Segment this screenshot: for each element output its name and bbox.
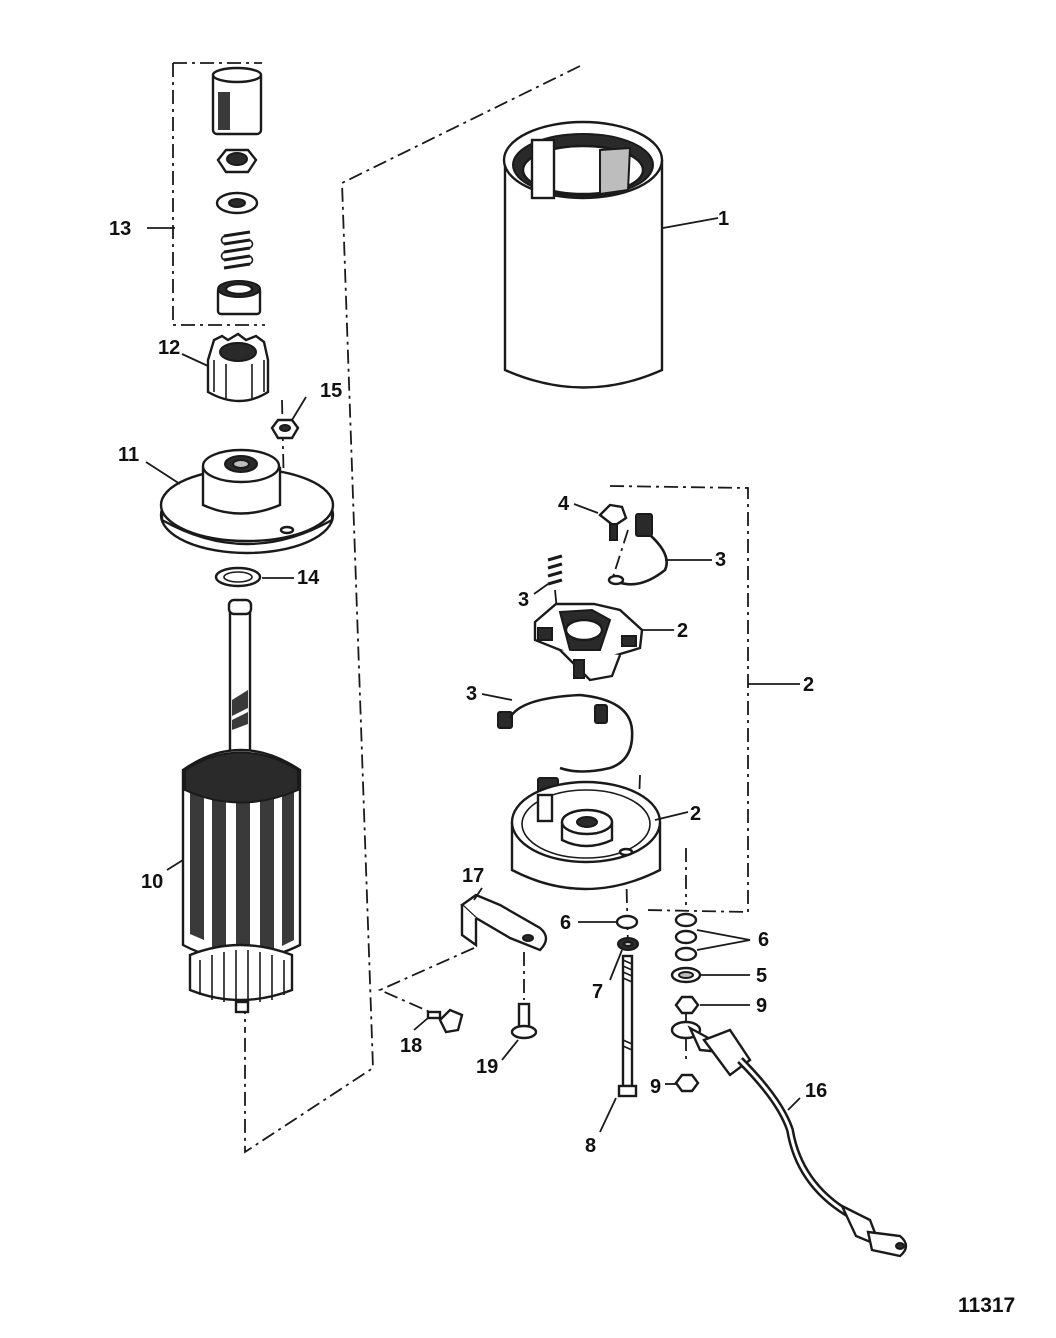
callout-7: 7 <box>592 981 603 1003</box>
through-bolt-nut <box>270 418 300 440</box>
callout-4: 4 <box>558 493 570 515</box>
callout-9-upper: 9 <box>756 995 767 1017</box>
callout-14: 14 <box>297 567 320 589</box>
bracket-screw <box>426 1008 464 1034</box>
through-bolt <box>617 954 638 1098</box>
callout-labels: 13 12 15 11 14 10 1 4 3 3 2 2 3 2 17 6 6… <box>109 208 827 1157</box>
callout-17: 17 <box>462 865 484 887</box>
lock-nut <box>216 148 258 174</box>
callout-19: 19 <box>476 1056 498 1078</box>
brush-holder <box>533 602 644 682</box>
callout-2-group: 2 <box>803 674 814 696</box>
callout-1: 1 <box>718 208 729 230</box>
callout-15: 15 <box>320 380 342 402</box>
thrust-washer-small <box>214 566 262 588</box>
drive-pinion-gear <box>206 332 270 403</box>
pinion-stop-assembly <box>211 66 263 316</box>
stop-cap <box>211 66 263 136</box>
pinion-spring <box>220 230 254 270</box>
battery-cable <box>670 1020 908 1258</box>
callout-5: 5 <box>756 965 767 987</box>
field-frame-housing <box>502 120 664 389</box>
commutator-end-cap <box>510 780 662 891</box>
callout-2-end-cap: 2 <box>690 803 701 825</box>
callout-12: 12 <box>158 337 180 359</box>
terminal-nut-upper <box>674 995 700 1015</box>
thrust-washer <box>215 191 259 215</box>
terminal-nut-lower <box>674 1073 700 1093</box>
callout-leaders <box>145 217 801 1133</box>
callout-6-left: 6 <box>560 912 571 934</box>
o-rings <box>615 912 698 962</box>
armature <box>181 598 302 1014</box>
lock-washer <box>617 937 639 951</box>
callout-10: 10 <box>141 871 163 893</box>
brush-lead-lower <box>497 693 634 793</box>
flat-washer <box>670 966 702 984</box>
callout-13: 13 <box>109 218 131 240</box>
brush-lead-upper <box>607 513 668 586</box>
terminal-stud <box>598 503 628 541</box>
callout-3-upper-right: 3 <box>715 549 726 571</box>
callout-3-lower: 3 <box>466 683 477 705</box>
callout-2-brush-holder: 2 <box>677 620 688 642</box>
callout-11: 11 <box>118 444 139 466</box>
drive-end-cap <box>159 448 335 555</box>
callout-8: 8 <box>585 1135 596 1157</box>
ground-screw <box>510 1002 538 1040</box>
callout-6-right: 6 <box>758 929 769 951</box>
brush-spring <box>547 554 563 586</box>
callout-18: 18 <box>400 1035 422 1057</box>
callout-16: 16 <box>805 1080 827 1102</box>
mounting-bracket <box>460 893 548 952</box>
callout-9-lower: 9 <box>650 1076 661 1098</box>
callout-3-spring: 3 <box>518 589 529 611</box>
diagram-reference-number: 11317 <box>958 1294 1015 1317</box>
pinion-collar <box>216 280 262 316</box>
